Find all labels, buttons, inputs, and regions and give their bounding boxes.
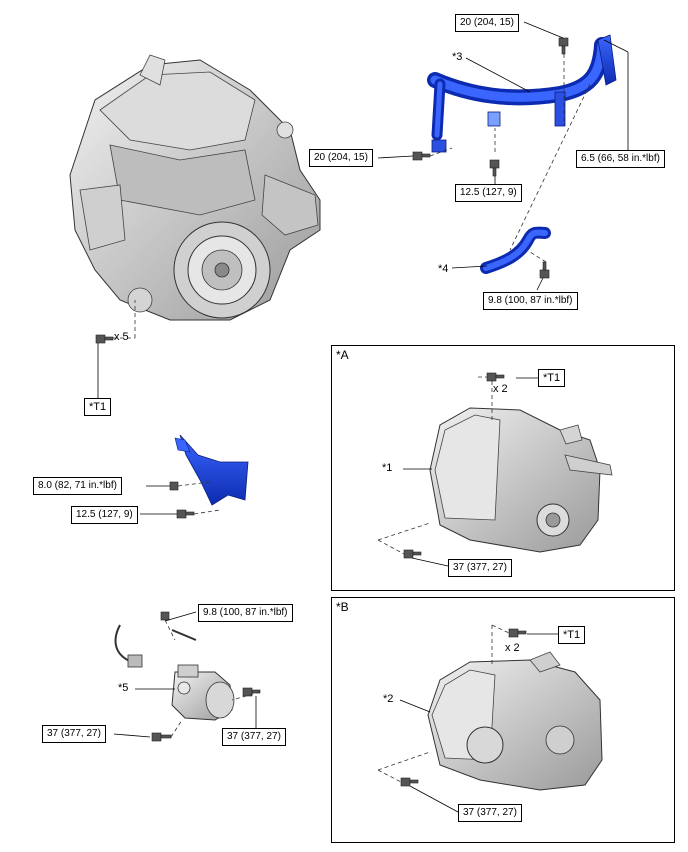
torque-panel-a: 37 (377, 27) [448, 559, 512, 577]
part-label-3: *3 [452, 51, 463, 63]
hose-4-illustration [480, 226, 551, 274]
part-label-2: *2 [383, 693, 394, 705]
torque-pipe-bottom: 12.5 (127, 9) [455, 184, 522, 202]
qty-panel-b: x 2 [505, 642, 520, 654]
torque-pipe-left: 20 (204, 15) [309, 149, 373, 167]
panel-a-title: *A [336, 348, 349, 362]
engine-assembly-illustration [69, 54, 321, 321]
torque-bracket-upper: 8.0 (82, 71 in.*lbf) [33, 477, 122, 495]
panel-b [331, 597, 675, 843]
qty-panel-a: x 2 [493, 383, 508, 395]
dashed-leaders [113, 54, 565, 783]
panel-b-title: *B [336, 600, 349, 614]
panel-a [331, 345, 675, 591]
transaxle-a-illustration [429, 407, 613, 553]
torque-bracket-lower: 12.5 (127, 9) [71, 506, 138, 524]
bolts [95, 37, 569, 787]
torque-pipe-right: 6.5 (66, 58 in.*lbf) [576, 150, 665, 168]
qty-engine: x 5 [114, 331, 129, 343]
tool-t1-panel-a: *T1 [538, 369, 566, 387]
torque-hose: 9.8 (100, 87 in.*lbf) [483, 292, 578, 310]
torque-panel-b: 37 (377, 27) [458, 804, 522, 822]
part-label-5: *5 [118, 682, 129, 694]
transaxle-b-illustration [427, 651, 603, 791]
torque-starter-left: 37 (377, 27) [42, 725, 106, 743]
torque-starter-right: 37 (377, 27) [222, 728, 286, 746]
water-pipe-3-illustration [427, 34, 617, 251]
part-label-4: *4 [438, 263, 449, 275]
bracket-illustration [174, 434, 249, 506]
tool-t1-panel-b: *T1 [558, 626, 586, 644]
tool-t1-engine: *T1 [84, 398, 112, 416]
torque-pipe-top: 20 (204, 15) [455, 14, 519, 32]
starter-illustration [114, 624, 235, 721]
part-label-1: *1 [382, 462, 393, 474]
leader-lines [97, 21, 629, 813]
torque-starter-terminal: 9.8 (100, 87 in.*lbf) [198, 604, 293, 622]
